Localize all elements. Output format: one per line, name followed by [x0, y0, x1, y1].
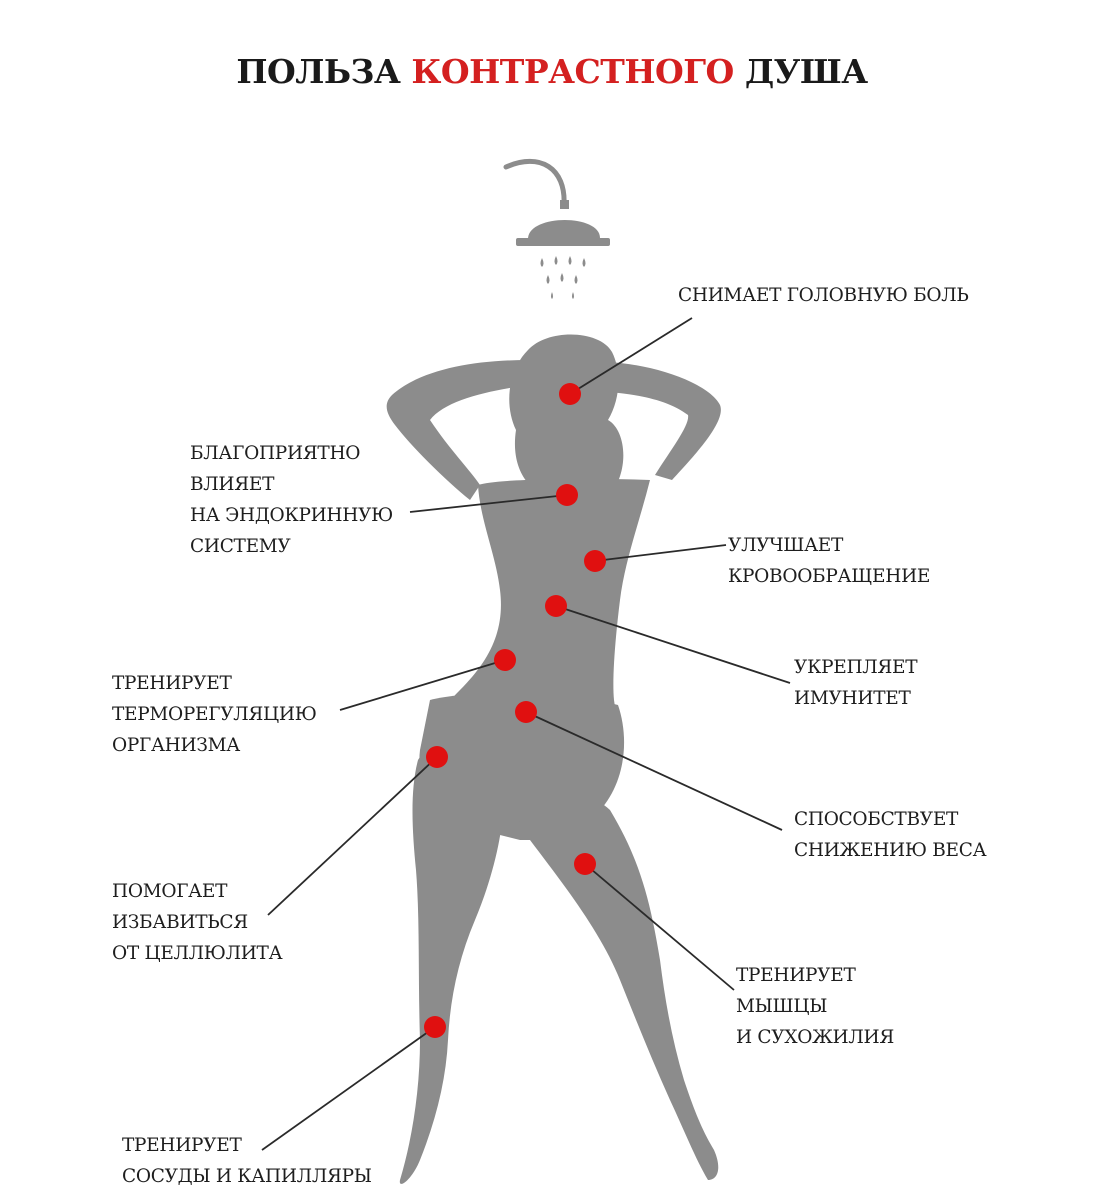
- label-line: И СУХОЖИЛИЯ: [736, 1027, 895, 1048]
- label-thermo: ТРЕНИРУЕТ ТЕРМОРЕГУЛЯЦИЮ ОРГАНИЗМА: [112, 668, 317, 761]
- label-vessels: ТРЕНИРУЕТ СОСУДЫ И КАПИЛЛЯРЫ: [122, 1130, 372, 1192]
- label-line: МЫШЦЫ: [736, 996, 828, 1017]
- dot-endocrine: [556, 484, 578, 506]
- label-immunity: УКРЕПЛЯЕТ ИМУНИТЕТ: [794, 652, 918, 714]
- label-line: ТЕРМОРЕГУЛЯЦИЮ: [112, 704, 317, 725]
- title-part-2-accent: КОНТРАСТНОГО: [411, 52, 734, 91]
- label-line: ИМУНИТЕТ: [794, 688, 911, 709]
- label-cellulite: ПОМОГАЕТ ИЗБАВИТЬСЯ ОТ ЦЕЛЛЮЛИТА: [112, 876, 283, 969]
- label-line: НА ЭНДОКРИННУЮ: [190, 505, 393, 526]
- dot-headache: [559, 383, 581, 405]
- title-part-3: ДУША: [744, 52, 868, 91]
- dot-weight: [515, 701, 537, 723]
- label-line: УКРЕПЛЯЕТ: [794, 657, 918, 678]
- label-weight: СПОСОБСТВУЕТ СНИЖЕНИЮ ВЕСА: [794, 804, 987, 866]
- label-line: ИЗБАВИТЬСЯ: [112, 912, 248, 933]
- dot-thermo: [494, 649, 516, 671]
- label-endocrine: БЛАГОПРИЯТНО ВЛИЯЕТ НА ЭНДОКРИННУЮ СИСТЕ…: [190, 438, 393, 562]
- label-line: СИСТЕМУ: [190, 536, 291, 557]
- label-line: ТРЕНИРУЕТ: [112, 673, 232, 694]
- label-circulation: УЛУЧШАЕТ КРОВООБРАЩЕНИЕ: [728, 530, 930, 592]
- label-line: СНИМАЕТ ГОЛОВНУЮ БОЛЬ: [678, 285, 969, 306]
- label-muscles: ТРЕНИРУЕТ МЫШЦЫ И СУХОЖИЛИЯ: [736, 960, 894, 1053]
- label-line: ТРЕНИРУЕТ: [736, 965, 856, 986]
- label-line: УЛУЧШАЕТ: [728, 535, 844, 556]
- label-line: КРОВООБРАЩЕНИЕ: [728, 566, 931, 587]
- shower-head-icon: [503, 158, 610, 299]
- label-line: ОРГАНИЗМА: [112, 735, 240, 756]
- benefit-dots: [424, 383, 606, 1038]
- label-line: БЛАГОПРИЯТНО: [190, 443, 361, 464]
- label-line: СОСУДЫ И КАПИЛЛЯРЫ: [122, 1166, 372, 1187]
- label-headache: СНИМАЕТ ГОЛОВНУЮ БОЛЬ: [678, 280, 969, 311]
- page-title: ПОЛЬЗА КОНТРАСТНОГО ДУША: [0, 52, 1104, 91]
- label-line: ПОМОГАЕТ: [112, 881, 228, 902]
- dot-vessels: [424, 1016, 446, 1038]
- label-line: ТРЕНИРУЕТ: [122, 1135, 242, 1156]
- title-part-1: ПОЛЬЗА: [236, 52, 401, 91]
- dot-muscles: [574, 853, 596, 875]
- label-line: СНИЖЕНИЮ ВЕСА: [794, 840, 987, 861]
- dot-cellulite: [426, 746, 448, 768]
- label-line: ВЛИЯЕТ: [190, 474, 275, 495]
- dot-immunity: [545, 595, 567, 617]
- label-line: СПОСОБСТВУЕТ: [794, 809, 959, 830]
- dot-circulation: [584, 550, 606, 572]
- label-line: ОТ ЦЕЛЛЮЛИТА: [112, 943, 283, 964]
- leader-lines: [261, 317, 791, 1151]
